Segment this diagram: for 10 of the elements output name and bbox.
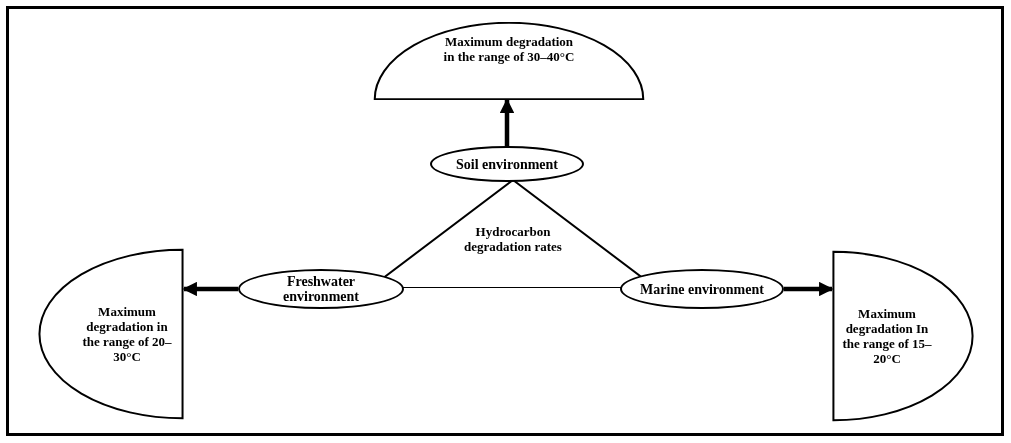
node-text: Maximum degradation In the range of 15–20°C bbox=[842, 306, 932, 366]
ellipse-node: Soil environment bbox=[430, 146, 584, 182]
ellipse-node: Freshwater environment bbox=[238, 269, 404, 309]
ellipse-node: Marine environment bbox=[620, 269, 784, 309]
node-text: Maximum degradation in the range of 20–30°C bbox=[82, 304, 172, 364]
node-text: Hydrocarbon degradation rates bbox=[463, 224, 563, 254]
arrow bbox=[182, 281, 238, 297]
arrow bbox=[499, 98, 515, 146]
node-text: Maximum degradation in the range of 30–40°C bbox=[442, 34, 576, 64]
arrow bbox=[784, 281, 834, 297]
